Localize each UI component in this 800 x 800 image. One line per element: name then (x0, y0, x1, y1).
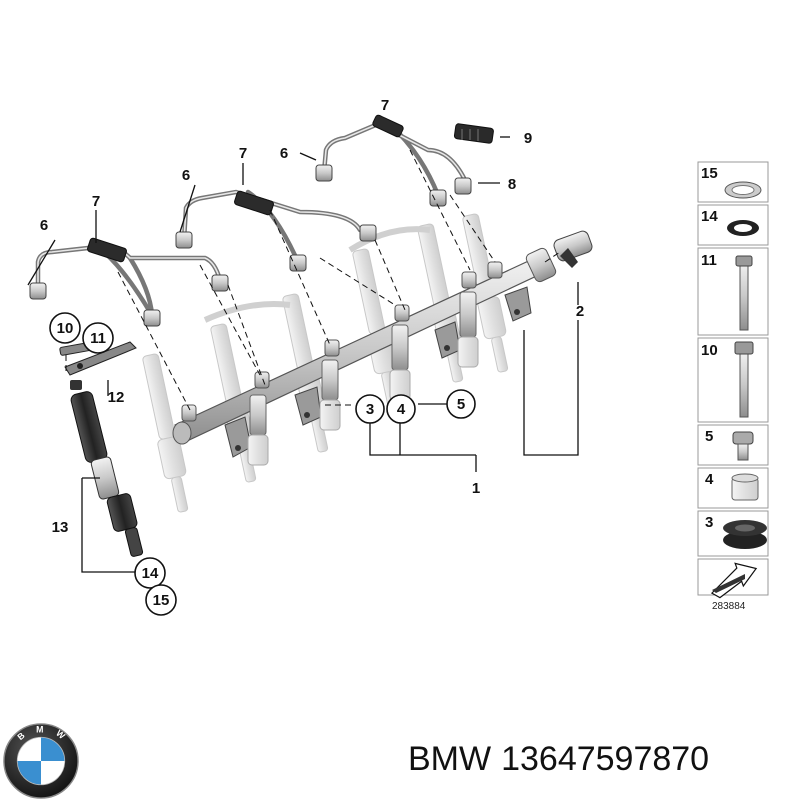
callout-5: 5 (457, 396, 465, 413)
callout-12: 12 (108, 389, 125, 406)
legend-item-4: 4 (705, 471, 714, 488)
callout-15: 15 (153, 592, 170, 609)
pressure-sensor (553, 230, 593, 268)
legend-item-14: 14 (701, 208, 718, 225)
arrow-icon (710, 562, 758, 599)
callout-7-left: 7 (92, 193, 100, 210)
callout-labels: 3 4 5 10 11 14 15 1 2 6 6 6 7 7 7 8 9 12… (40, 97, 584, 609)
fuel-lines (35, 117, 468, 318)
fuel-rail (172, 247, 557, 458)
legend-item-15: 15 (701, 165, 718, 182)
part-number: 13647597870 (501, 740, 710, 778)
callout-8: 8 (508, 176, 516, 193)
bmw-logo-icon: B M W (3, 723, 79, 799)
callout-6-left: 6 (40, 217, 48, 234)
leader-lines (27, 136, 579, 573)
callout-1: 1 (472, 480, 480, 497)
injector-exploded (59, 341, 144, 557)
callout-6-middle: 6 (182, 167, 190, 184)
legend-item-10: 10 (701, 342, 718, 359)
clamp-part-9 (453, 123, 494, 144)
logo-letter-b: B (15, 730, 26, 742)
callout-3: 3 (366, 401, 374, 418)
legend-panel: 15 14 11 10 5 4 3 283884 (697, 161, 769, 612)
callout-6-right: 6 (280, 145, 288, 162)
callout-7-right: 7 (381, 97, 389, 114)
brand-name: BMW (408, 740, 492, 778)
logo-letter-m: M (36, 725, 43, 735)
callout-11: 11 (90, 330, 106, 347)
line-clamps (87, 114, 404, 263)
callout-7-middle: 7 (239, 145, 247, 162)
line-fittings (29, 164, 472, 327)
figure-number: 283884 (712, 601, 746, 612)
callout-2: 2 (576, 303, 584, 320)
callout-14: 14 (142, 565, 159, 582)
callout-13: 13 (52, 519, 69, 536)
callout-10: 10 (57, 320, 74, 337)
callout-9: 9 (524, 130, 532, 147)
legend-item-3: 3 (705, 514, 713, 531)
dashed-leaders (65, 149, 561, 411)
legend-item-11: 11 (701, 252, 717, 269)
legend-item-5: 5 (705, 428, 713, 445)
callout-4: 4 (397, 401, 406, 418)
callout-circles (49, 312, 476, 616)
